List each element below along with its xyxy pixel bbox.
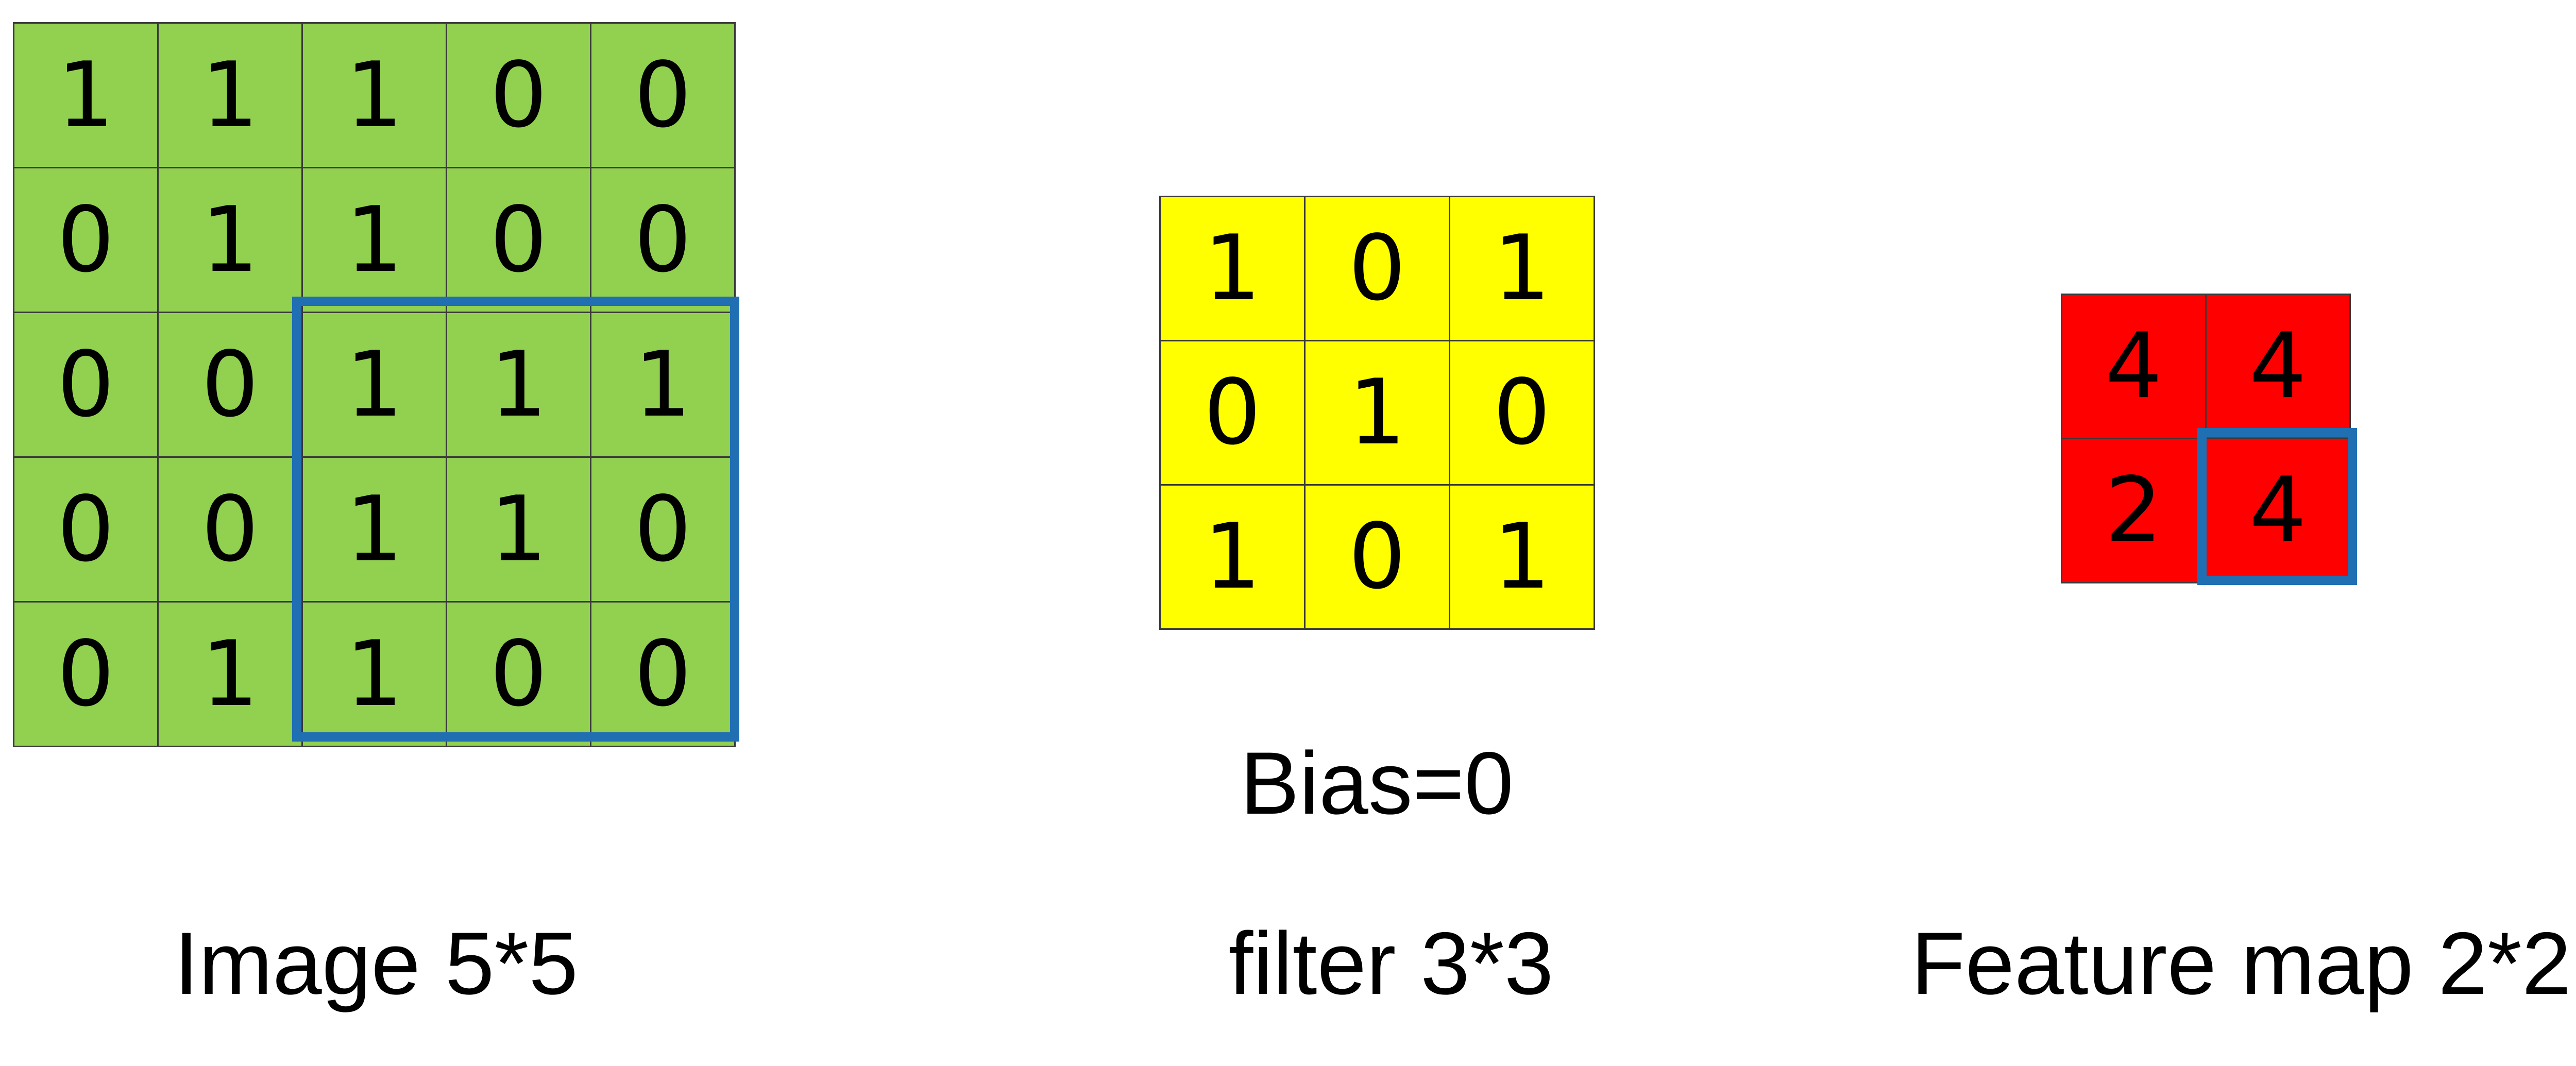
bias-label: Bias=0	[1240, 734, 1514, 833]
feature-map-caption: Feature map 2*2	[1911, 914, 2571, 1013]
filter-cell: 1	[1159, 196, 1306, 341]
feature-cell: 4	[2205, 438, 2351, 583]
filter-row: 1 0 1	[1159, 196, 1595, 341]
filter-cell: 1	[1159, 484, 1306, 630]
filter-cell: 0	[1449, 340, 1595, 486]
image-cell: 1	[13, 22, 159, 168]
image-cell: 1	[301, 601, 447, 747]
image-cell: 1	[157, 167, 303, 313]
image-cell: 0	[446, 22, 591, 168]
image-cell: 0	[13, 312, 159, 458]
image-cell: 1	[301, 312, 447, 458]
feature-row: 4 4	[2061, 294, 2351, 439]
filter-cell: 1	[1304, 340, 1450, 486]
image-cell: 0	[446, 167, 591, 313]
image-cell: 0	[157, 312, 303, 458]
filter-cell: 0	[1159, 340, 1306, 486]
image-cell: 1	[301, 22, 447, 168]
filter-row: 1 0 1	[1159, 484, 1595, 630]
receptive-field-highlight	[292, 297, 739, 742]
image-cell: 1	[590, 312, 736, 458]
image-cell: 1	[157, 601, 303, 747]
feature-map-matrix: 4 4 2 4	[2061, 294, 2351, 583]
filter-cell: 1	[1449, 484, 1595, 630]
image-cell: 0	[590, 22, 736, 168]
image-row: 0 0 1 1 0	[13, 456, 736, 603]
image-cell: 0	[590, 167, 736, 313]
image-cell: 1	[301, 456, 447, 603]
image-cell: 0	[13, 167, 159, 313]
image-cell: 1	[157, 22, 303, 168]
image-cell: 0	[446, 601, 591, 747]
feature-cell: 2	[2061, 438, 2207, 583]
feature-row: 2 4	[2061, 438, 2351, 583]
image-cell: 0	[13, 601, 159, 747]
filter-cell: 0	[1304, 196, 1450, 341]
feature-cell: 4	[2061, 294, 2207, 439]
feature-cell: 4	[2205, 294, 2351, 439]
filter-row: 0 1 0	[1159, 340, 1595, 486]
image-row: 1 1 1 0 0	[13, 22, 736, 168]
output-cell-highlight	[2197, 428, 2357, 585]
image-cell: 0	[157, 456, 303, 603]
image-row: 0 0 1 1 1	[13, 312, 736, 458]
image-cell: 1	[301, 167, 447, 313]
filter-cell: 0	[1304, 484, 1450, 630]
image-cell: 1	[446, 312, 591, 458]
image-cell: 1	[446, 456, 591, 603]
filter-matrix: 1 0 1 0 1 0 1 0 1	[1159, 196, 1595, 630]
image-caption: Image 5*5	[174, 914, 579, 1013]
image-row: 0 1 1 0 0	[13, 601, 736, 747]
image-cell: 0	[13, 456, 159, 603]
image-cell: 0	[590, 456, 736, 603]
image-cell: 0	[590, 601, 736, 747]
filter-cell: 1	[1449, 196, 1595, 341]
image-row: 0 1 1 0 0	[13, 167, 736, 313]
filter-caption: filter 3*3	[1228, 914, 1554, 1013]
image-matrix: 1 1 1 0 0 0 1 1 0 0 0 0 1 1 1 0 0 1 1 0 …	[13, 22, 736, 747]
